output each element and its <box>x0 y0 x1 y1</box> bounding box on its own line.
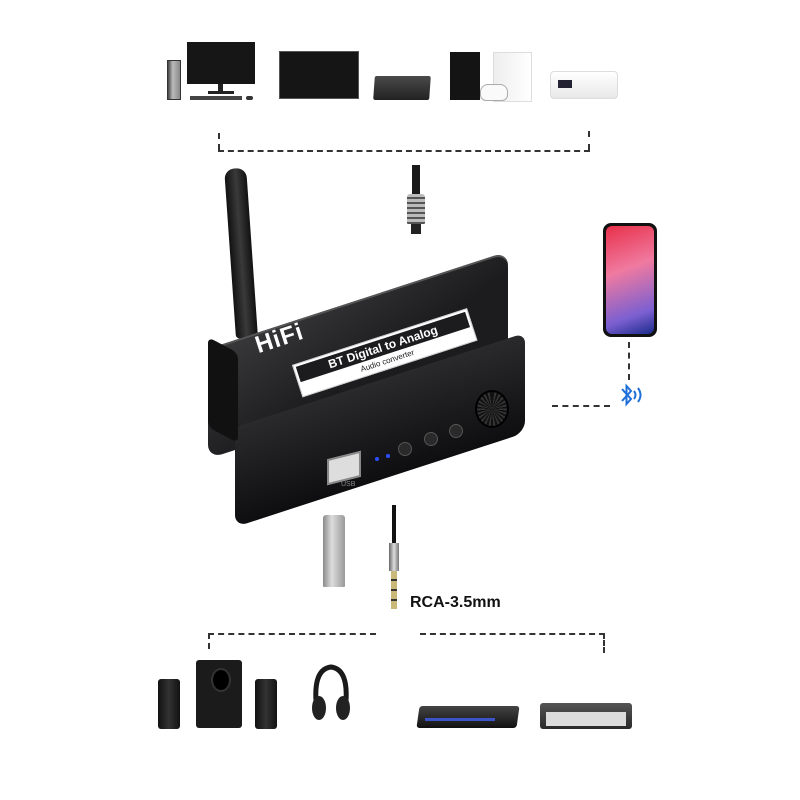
monitor-icon <box>187 42 255 84</box>
control-button-2[interactable] <box>424 432 438 446</box>
phone-screen <box>606 226 654 334</box>
connector-line <box>218 150 590 152</box>
set-top-box-icon <box>373 76 431 100</box>
game-console-icon <box>450 52 480 100</box>
mouse-icon <box>246 96 253 100</box>
connector-line <box>588 131 590 150</box>
audio-cable <box>392 505 396 545</box>
usb-flash-drive-icon <box>323 515 345 587</box>
dvd-player-icon <box>416 706 520 728</box>
jack-tip <box>391 571 397 609</box>
connector-line <box>208 633 376 635</box>
connector-line <box>208 633 210 649</box>
usb-port-label: USB <box>341 481 356 488</box>
projector-icon <box>550 71 618 99</box>
bluetooth-icon <box>617 382 649 408</box>
optical-cable <box>412 165 420 195</box>
encoder-panel <box>546 712 626 726</box>
connector-line <box>420 633 605 635</box>
monitor-base <box>208 91 234 94</box>
connector-line <box>218 133 220 150</box>
dvd-display <box>425 718 495 721</box>
projector-lens <box>558 80 572 88</box>
pc-tower-icon <box>167 60 181 100</box>
speaker-right-icon <box>255 679 277 729</box>
volume-knob[interactable] <box>475 390 509 428</box>
cable-label: RCA-3.5mm <box>410 594 501 611</box>
speaker-left-icon <box>158 679 180 729</box>
connector-line <box>603 633 605 653</box>
status-led <box>386 454 390 458</box>
status-led <box>375 457 379 461</box>
subwoofer-port <box>211 668 231 692</box>
smartphone-icon <box>603 223 657 337</box>
monitor-stand <box>218 84 223 92</box>
optical-tip <box>411 224 421 234</box>
audio-jack-icon <box>389 543 399 571</box>
television-icon <box>279 51 359 99</box>
headphones-icon <box>310 663 352 723</box>
keyboard-icon <box>190 96 242 100</box>
optical-plug-icon <box>407 194 425 224</box>
connector-line <box>552 405 610 407</box>
device-left-side <box>208 337 238 443</box>
antenna-icon <box>224 167 258 339</box>
controller-icon <box>480 84 508 101</box>
control-button-3[interactable] <box>449 424 463 438</box>
control-button-1[interactable] <box>398 442 412 456</box>
connector-line <box>628 342 630 380</box>
